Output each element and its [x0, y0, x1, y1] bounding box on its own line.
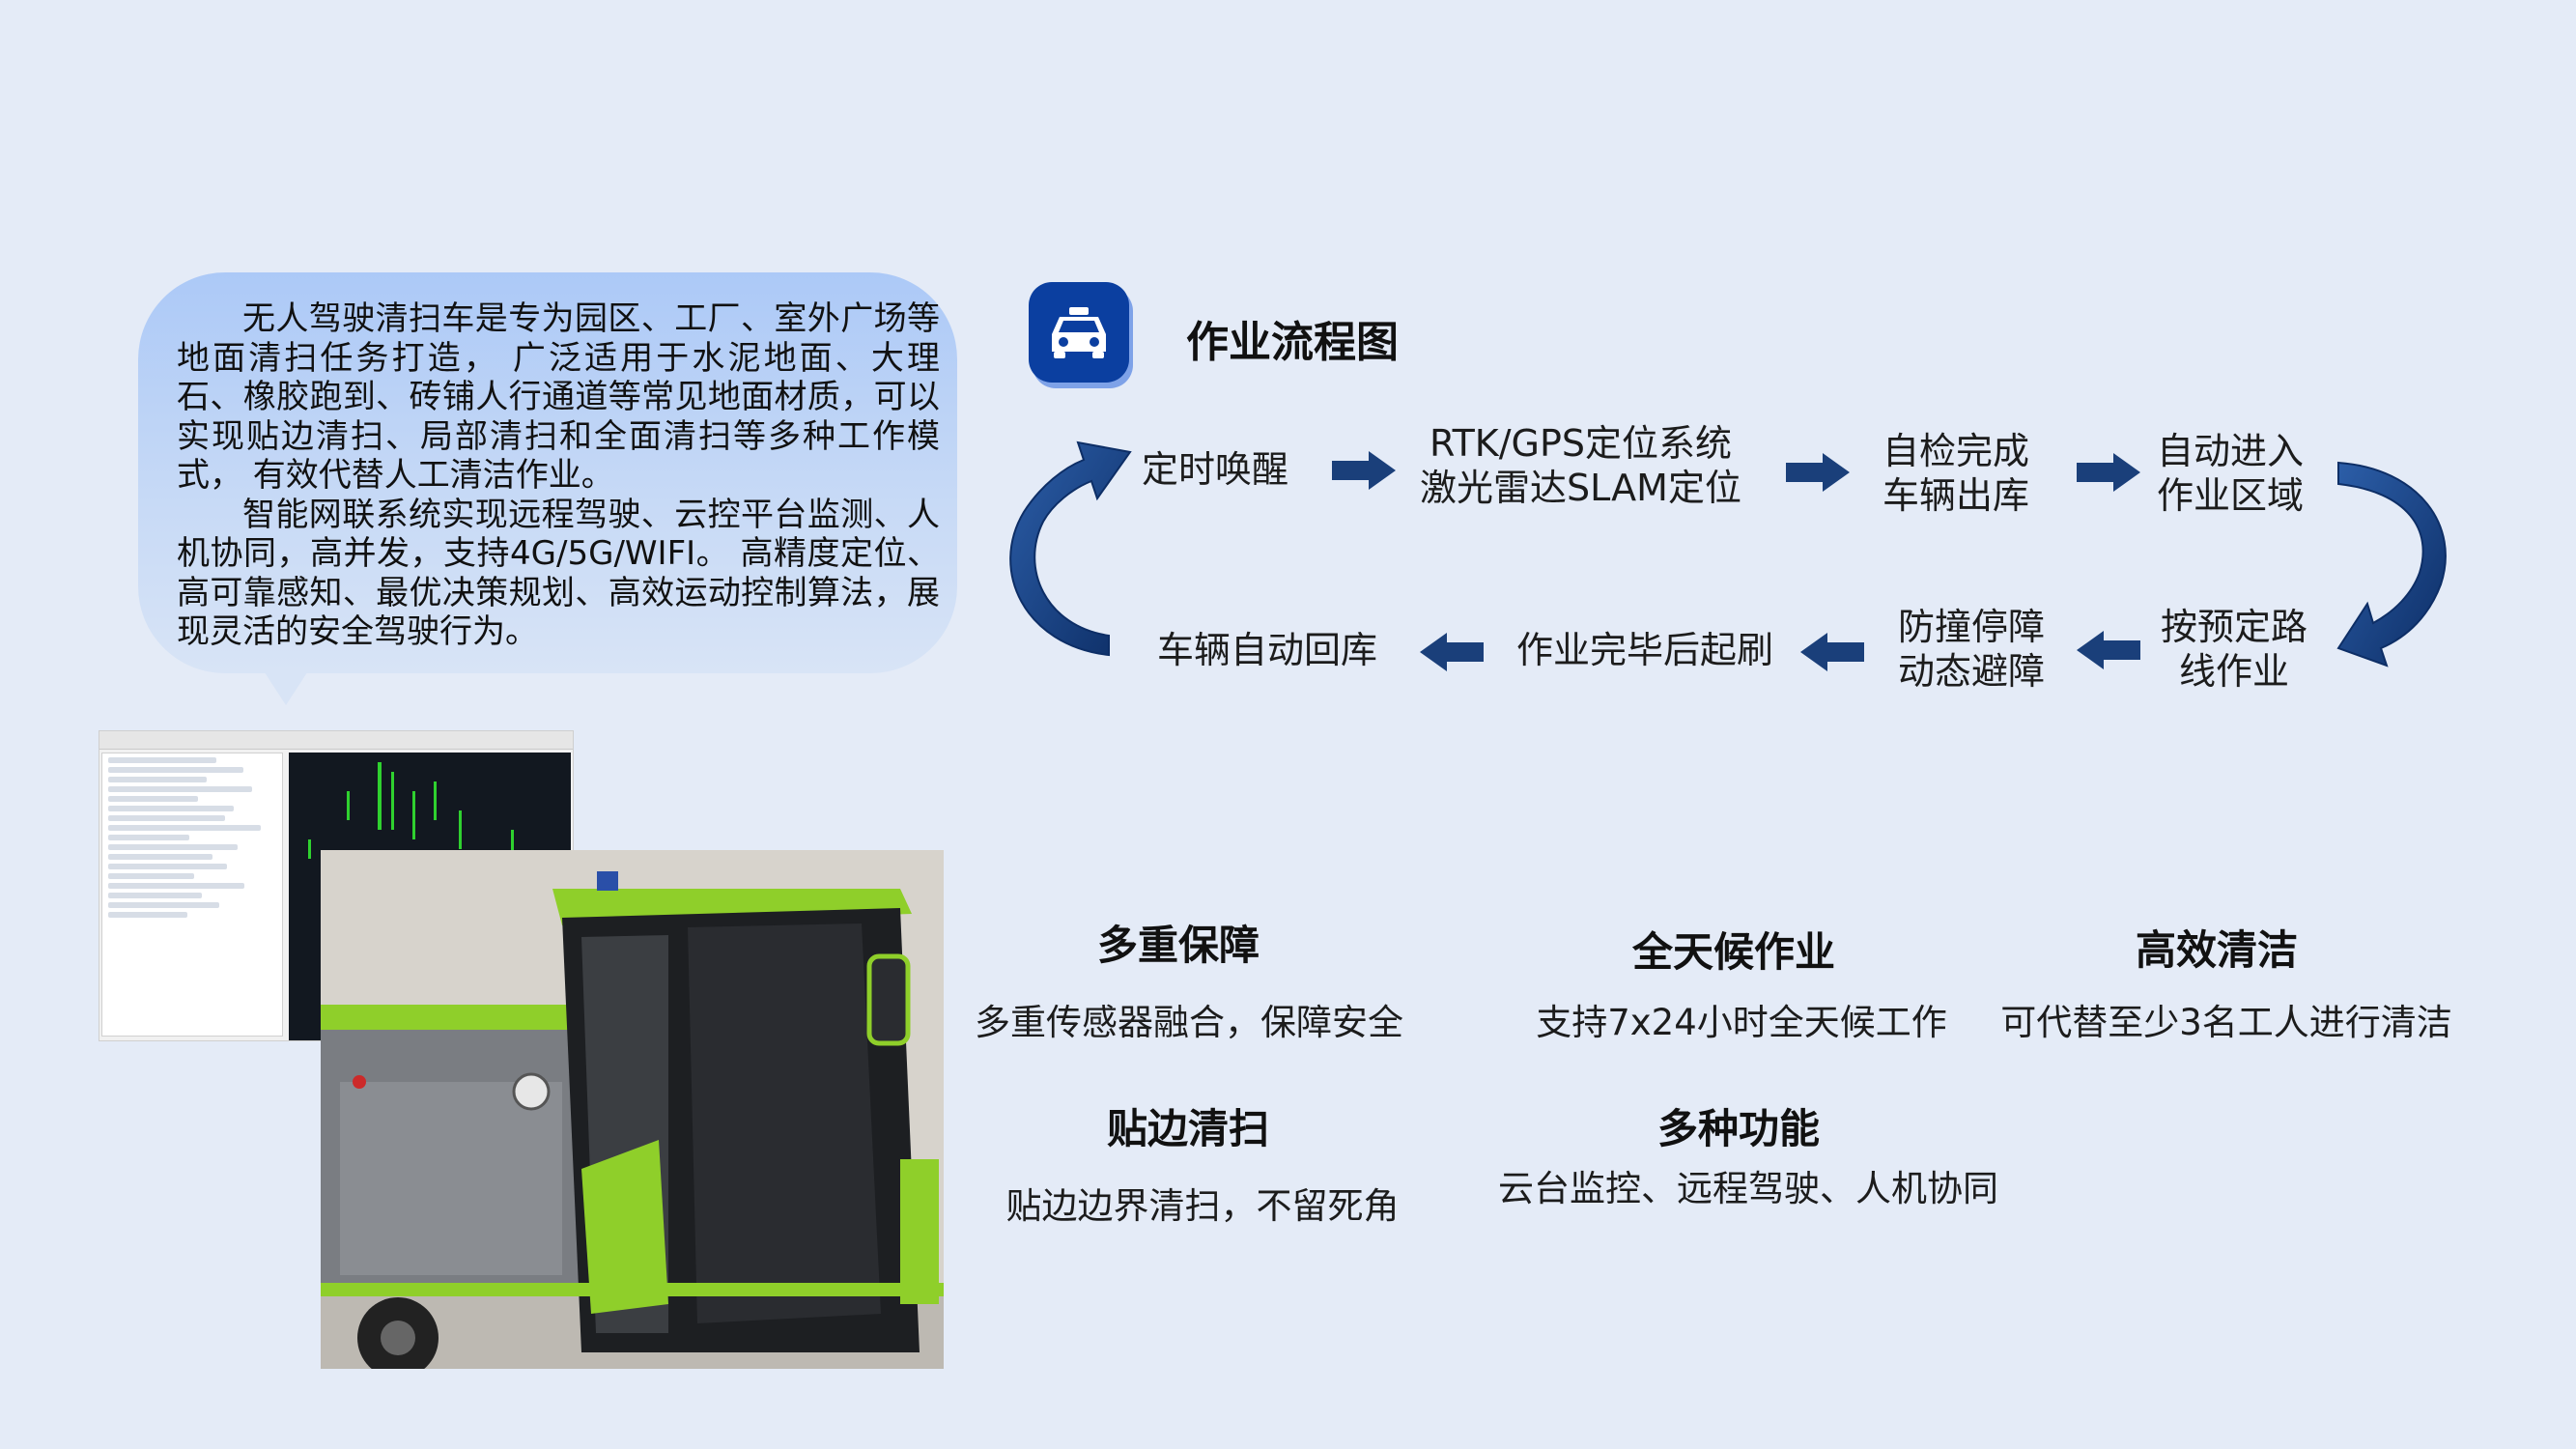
step-avoid: 防撞停障 动态避障 — [1898, 605, 2045, 694]
feature-safety-title: 多重保障 — [1096, 922, 1260, 969]
feature-allweather-desc: 支持7x24小时全天候工作 — [1536, 1002, 1947, 1043]
flow-title: 作业流程图 — [1186, 318, 1399, 367]
intro-bubble — [138, 272, 957, 673]
step-avoid-line2: 动态避障 — [1898, 650, 2046, 693]
step-selfcheck-line2: 车辆出库 — [1882, 474, 2030, 517]
feature-allweather: 全天候作业 — [1584, 920, 1883, 979]
intro-paragraph-1: 无人驾驶清扫车是专为园区、工厂、室外广场等地面清扫任务打造， 广泛适用于水泥地面… — [177, 299, 940, 495]
feature-multifunction: 多种功能 — [1642, 1096, 1835, 1155]
feature-safety-desc: 多重传感器融合，保障安全 — [975, 1002, 1403, 1043]
arrow-right-icon — [2077, 453, 2140, 492]
loop-left-arrow — [1009, 440, 1132, 657]
taxi-icon — [1029, 282, 1129, 383]
bubble-tail — [261, 667, 311, 705]
step-selfcheck-line1: 自检完成 — [1882, 430, 2030, 472]
rviz-toolbar — [99, 731, 573, 750]
step-selfcheck: 自检完成 车辆出库 — [1882, 429, 2029, 518]
arrow-right-icon — [1332, 451, 1396, 490]
step-route: 按预定路 线作业 — [2161, 605, 2307, 694]
feature-multifunction-title: 多种功能 — [1656, 1105, 1820, 1152]
step-enter-area-line2: 作业区域 — [2157, 474, 2305, 517]
step-positioning: RTK/GPS定位系统 激光雷达SLAM定位 — [1420, 421, 1741, 510]
step-brush-label: 作业完毕后起刷 — [1516, 629, 1774, 671]
step-return: 车辆自动回库 — [1157, 628, 1377, 672]
feature-allweather-title: 全天候作业 — [1631, 928, 1835, 976]
step-return-label: 车辆自动回库 — [1157, 629, 1378, 671]
feature-efficient: 高效清洁 — [2086, 918, 2347, 977]
step-wake: 定时唤醒 — [1142, 447, 1288, 492]
feature-multifunction-desc: 云台监控、远程驾驶、人机协同 — [1498, 1168, 1998, 1209]
step-wake-label: 定时唤醒 — [1142, 448, 1289, 491]
feature-edge-title: 贴边清扫 — [1106, 1105, 1269, 1152]
intro-text: 无人驾驶清扫车是专为园区、工厂、室外广场等地面清扫任务打造， 广泛适用于水泥地面… — [177, 299, 940, 652]
step-route-line2: 线作业 — [2179, 650, 2290, 693]
sweeper-photo — [321, 850, 944, 1369]
feature-edge-desc: 贴边边界清扫，不留死角 — [1005, 1185, 1400, 1227]
arrow-right-icon — [1786, 453, 1850, 492]
step-enter-area-line1: 自动进入 — [2157, 430, 2305, 472]
step-avoid-line1: 防撞停障 — [1898, 606, 2046, 648]
step-positioning-line1: RTK/GPS定位系统 — [1429, 422, 1732, 465]
step-brush: 作业完毕后起刷 — [1516, 628, 1773, 672]
rviz-display-panel — [101, 753, 283, 1037]
feature-efficient-desc: 可代替至少3名工人进行清洁 — [2000, 1002, 2452, 1043]
step-positioning-line2: 激光雷达SLAM定位 — [1420, 467, 1741, 509]
arrow-left-icon — [1420, 633, 1484, 671]
feature-efficient-title: 高效清洁 — [2135, 926, 2298, 974]
feature-edge: 贴边清扫 — [1091, 1096, 1285, 1155]
arrow-left-icon — [1800, 633, 1864, 671]
intro-paragraph-2: 智能网联系统实现远程驾驶、云控平台监测、人机协同，高并发，支持4G/5G/WIF… — [177, 495, 940, 652]
step-route-line1: 按预定路 — [2161, 606, 2308, 648]
step-enter-area: 自动进入 作业区域 — [2157, 429, 2304, 518]
arrow-left-icon — [2077, 631, 2140, 669]
feature-safety: 多重保障 — [1091, 913, 1265, 972]
loop-right-arrow — [2336, 461, 2447, 668]
